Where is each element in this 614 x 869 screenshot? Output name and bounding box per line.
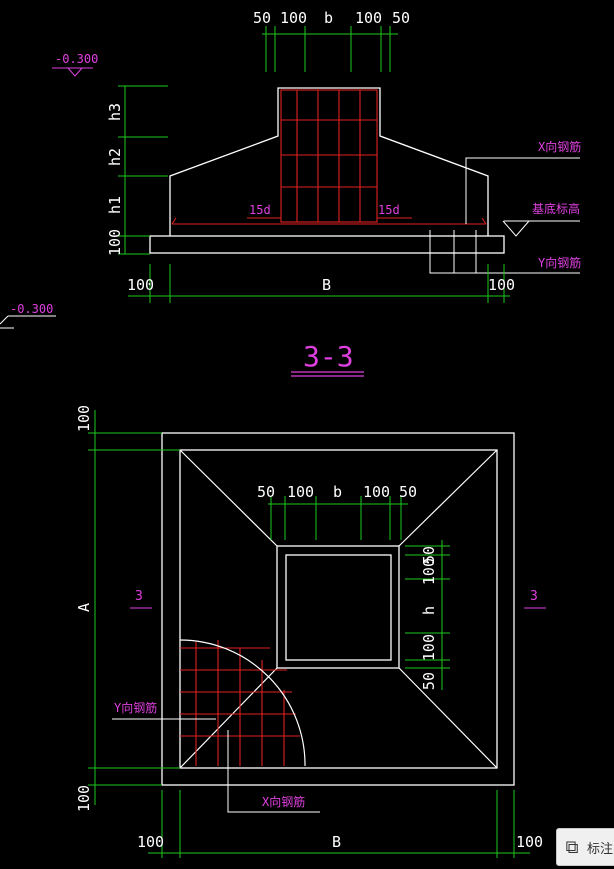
plan-dim-50a: 50 bbox=[257, 483, 275, 501]
plan-bottom-100-left: 100 bbox=[137, 833, 164, 851]
section-title-3-3: 3-3 bbox=[291, 340, 364, 377]
elevation-label-left: -0.300 bbox=[10, 302, 53, 316]
section-dim-100a: 100 bbox=[280, 9, 307, 27]
section-view: 50 100 b 100 50 -0.300 h3 h2 h1 100 15d … bbox=[0, 9, 581, 329]
section-100-vert: 100 bbox=[106, 229, 124, 256]
base-level-label: 基底标高 bbox=[532, 201, 580, 216]
plan-dim-100b: 100 bbox=[363, 483, 390, 501]
plan-rdim-100a: 100 bbox=[420, 558, 438, 585]
plan-bottom-B: B bbox=[332, 833, 341, 851]
y-rebar-label-section: Y向钢筋 bbox=[538, 255, 581, 270]
x-rebar-label-section: X向钢筋 bbox=[538, 139, 581, 154]
plan-ldim-100-top: 100 bbox=[75, 405, 93, 432]
plan-rdim-50a: 50 bbox=[420, 546, 438, 564]
section-h3: h3 bbox=[106, 103, 124, 121]
plan-rdim-100b: 100 bbox=[420, 634, 438, 661]
plan-bottom-100-right: 100 bbox=[516, 833, 543, 851]
cut-marker-right: 3 bbox=[530, 589, 538, 604]
section-h2: h2 bbox=[106, 148, 124, 166]
plan-rdim-50b: 50 bbox=[420, 672, 438, 690]
cut-marker-left: 3 bbox=[135, 589, 143, 604]
grid-icon: ⧉ bbox=[565, 836, 579, 858]
plan-dim-b: b bbox=[333, 483, 342, 501]
x-rebar-label-plan: X向钢筋 bbox=[262, 794, 305, 809]
plan-ldim-100-bottom: 100 bbox=[75, 785, 93, 812]
plan-dim-100a: 100 bbox=[287, 483, 314, 501]
svg-text:3-3: 3-3 bbox=[303, 340, 354, 373]
plan-ldim-A: A bbox=[75, 603, 93, 612]
section-dim-50b: 50 bbox=[392, 9, 410, 27]
section-h1: h1 bbox=[106, 196, 124, 214]
section-bottom-100-right: 100 bbox=[488, 276, 515, 294]
section-bottom-B: B bbox=[322, 276, 331, 294]
annotation-badge[interactable]: ⧉ 标注 bbox=[556, 828, 614, 866]
plan-view: 50 100 b 100 50 50 100 h 100 50 100 A bbox=[75, 405, 546, 858]
section-dim-b: b bbox=[324, 9, 333, 27]
section-dim-100b: 100 bbox=[355, 9, 382, 27]
plan-rdim-h: h bbox=[420, 606, 438, 615]
anchor-label-right: 15d bbox=[378, 203, 400, 217]
section-dim-50a: 50 bbox=[253, 9, 271, 27]
anchor-label-left: 15d bbox=[249, 203, 271, 217]
section-bottom-100-left: 100 bbox=[127, 276, 154, 294]
badge-label: 标注 bbox=[587, 841, 614, 857]
elevation-label-top: -0.300 bbox=[55, 52, 98, 66]
plan-dim-50b: 50 bbox=[399, 483, 417, 501]
y-rebar-label-plan: Y向钢筋 bbox=[114, 700, 157, 715]
